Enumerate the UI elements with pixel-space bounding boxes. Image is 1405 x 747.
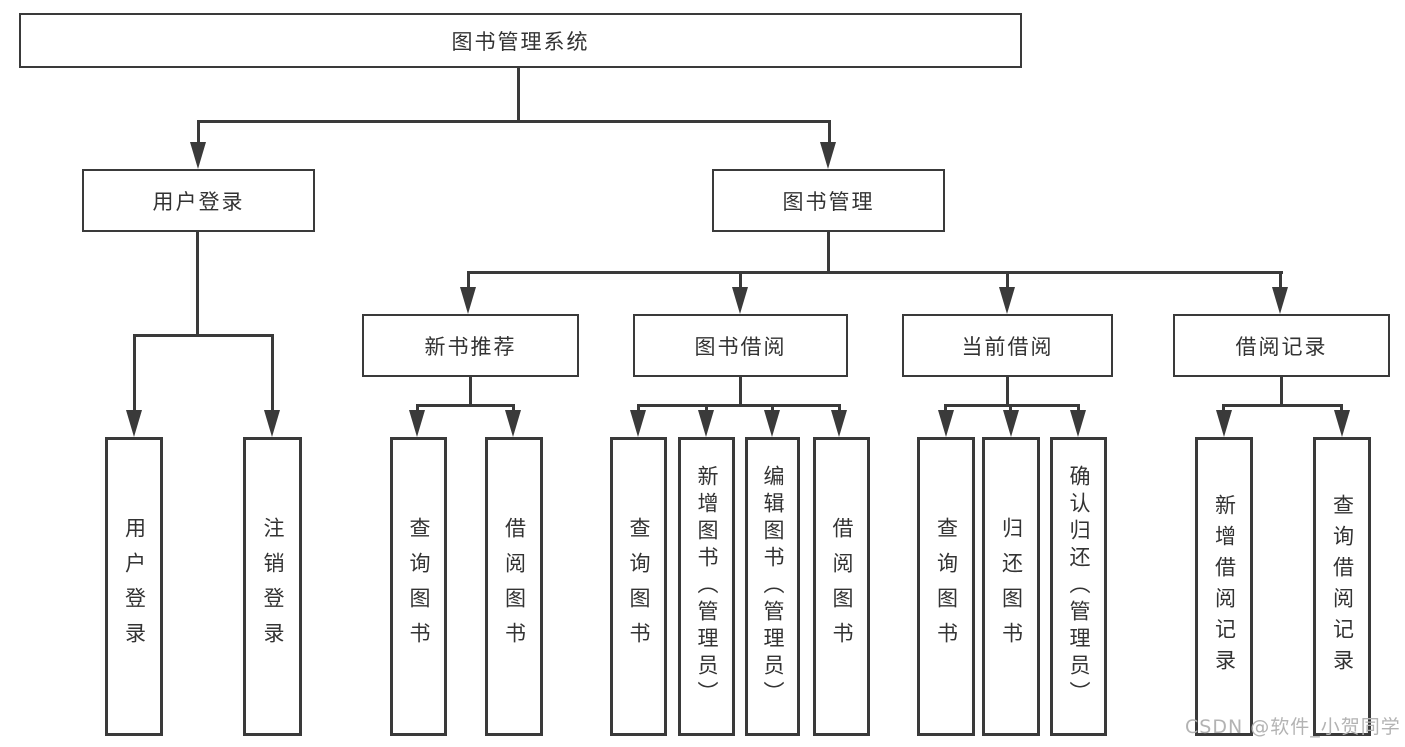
connector-login-drop-left [133,334,136,414]
connector-current-stem [1006,377,1009,407]
leaf-edit-book-admin-label: 编辑图书（管理员） [761,465,785,708]
connector-login-stem [196,232,199,337]
connector-current-drop-3 [1077,404,1080,414]
connector-recommend-stem [469,377,472,407]
leaf-edit-book-admin: 编辑图书（管理员） [745,437,800,736]
leaf-add-borrow-record: 新增借阅记录 [1195,437,1253,736]
arrow-down-icon [505,410,521,437]
connector-root-drop-right [828,120,831,146]
connector-borrow-drop-4 [838,404,841,414]
connector-recommend-drop-2 [512,404,515,414]
node-new-book-recommend-label: 新书推荐 [424,334,517,359]
leaf-borrow-book-recommend-label: 借阅图书 [502,516,527,657]
connector-current-drop-1 [944,404,947,414]
leaf-borrow-book: 借阅图书 [813,437,870,736]
connector-borrow-drop-1 [637,404,640,414]
connector-root-rail [197,120,831,123]
leaf-query-borrow-record: 查询借阅记录 [1313,437,1371,736]
node-book-borrow: 图书借阅 [633,314,848,377]
leaf-add-book-admin: 新增图书（管理员） [678,437,735,736]
arrow-down-icon [1216,410,1232,437]
leaf-return-book: 归还图书 [982,437,1040,736]
arrow-down-icon [409,410,425,437]
connector-records-rail [1222,404,1343,407]
connector-mgmt-rail [467,271,1283,274]
connector-borrow-stem [739,377,742,407]
arrow-down-icon [831,410,847,437]
connector-mgmt-drop-2 [739,271,742,291]
arrow-down-icon [126,410,142,437]
node-current-borrow-label: 当前借阅 [961,334,1054,359]
node-borrow-records: 借阅记录 [1173,314,1390,377]
arrow-down-icon [732,287,748,314]
connector-current-rail [944,404,1080,407]
leaf-query-book-recommend-label: 查询图书 [407,516,431,657]
connector-mgmt-drop-3 [1006,271,1009,291]
connector-recommend-rail [416,404,515,407]
leaf-query-book-recommend: 查询图书 [390,437,447,736]
node-current-borrow: 当前借阅 [902,314,1113,377]
node-root: 图书管理系统 [19,13,1022,68]
connector-recommend-drop-1 [416,404,419,414]
connector-login-rail [133,334,274,337]
arrow-down-icon [764,410,780,437]
node-user-login-label: 用户登录 [152,189,245,214]
connector-mgmt-drop-1 [467,271,470,291]
leaf-query-book-current: 查询图书 [917,437,975,736]
arrow-down-icon [698,410,714,437]
leaf-add-book-admin-label: 新增图书（管理员） [695,465,719,708]
leaf-confirm-return-admin: 确认归还（管理员） [1050,437,1107,736]
arrow-down-icon [1070,410,1086,437]
arrow-down-icon [999,287,1015,314]
csdn-watermark: CSDN @软件_小贺同学 [1185,716,1401,738]
node-new-book-recommend: 新书推荐 [362,314,579,377]
leaf-borrow-book-label: 借阅图书 [830,516,854,657]
leaf-return-book-label: 归还图书 [999,516,1024,657]
arrow-down-icon [1272,287,1288,314]
node-book-borrow-label: 图书借阅 [694,334,787,359]
connector-root-drop-left [197,120,200,146]
node-root-label: 图书管理系统 [451,29,590,54]
connector-borrow-drop-2 [705,404,708,414]
arrow-down-icon [938,410,954,437]
leaf-borrow-book-recommend: 借阅图书 [485,437,543,736]
arrow-down-icon [460,287,476,314]
connector-records-drop-1 [1222,404,1225,414]
node-borrow-records-label: 借阅记录 [1235,334,1328,359]
node-book-management: 图书管理 [712,169,945,232]
connector-login-drop-right [271,334,274,414]
arrow-down-icon [264,410,280,437]
connector-current-drop-2 [1009,404,1012,414]
connector-mgmt-drop-4 [1279,271,1282,291]
leaf-confirm-return-admin-label: 确认归还（管理员） [1067,465,1091,708]
leaf-query-book-borrow: 查询图书 [610,437,667,736]
leaf-user-login: 用户登录 [105,437,163,736]
connector-borrow-drop-3 [771,404,774,414]
leaf-add-borrow-record-label: 新增借阅记录 [1212,493,1237,680]
leaf-query-book-current-label: 查询图书 [934,516,959,657]
arrow-down-icon [1003,410,1019,437]
leaf-logout-label: 注销登录 [261,516,285,657]
leaf-logout: 注销登录 [243,437,302,736]
connector-mgmt-stem [827,232,830,274]
leaf-user-login-label: 用户登录 [122,516,147,657]
connector-records-drop-2 [1340,404,1343,414]
arrow-down-icon [820,142,836,169]
connector-borrow-rail [637,404,841,407]
connector-records-stem [1280,377,1283,407]
node-book-management-label: 图书管理 [782,189,875,214]
leaf-query-borrow-record-label: 查询借阅记录 [1330,493,1355,680]
connector-root-stem [517,68,520,123]
arrow-down-icon [630,410,646,437]
leaf-query-book-borrow-label: 查询图书 [627,516,651,657]
arrow-down-icon [1334,410,1350,437]
node-user-login: 用户登录 [82,169,315,232]
arrow-down-icon [190,142,206,169]
